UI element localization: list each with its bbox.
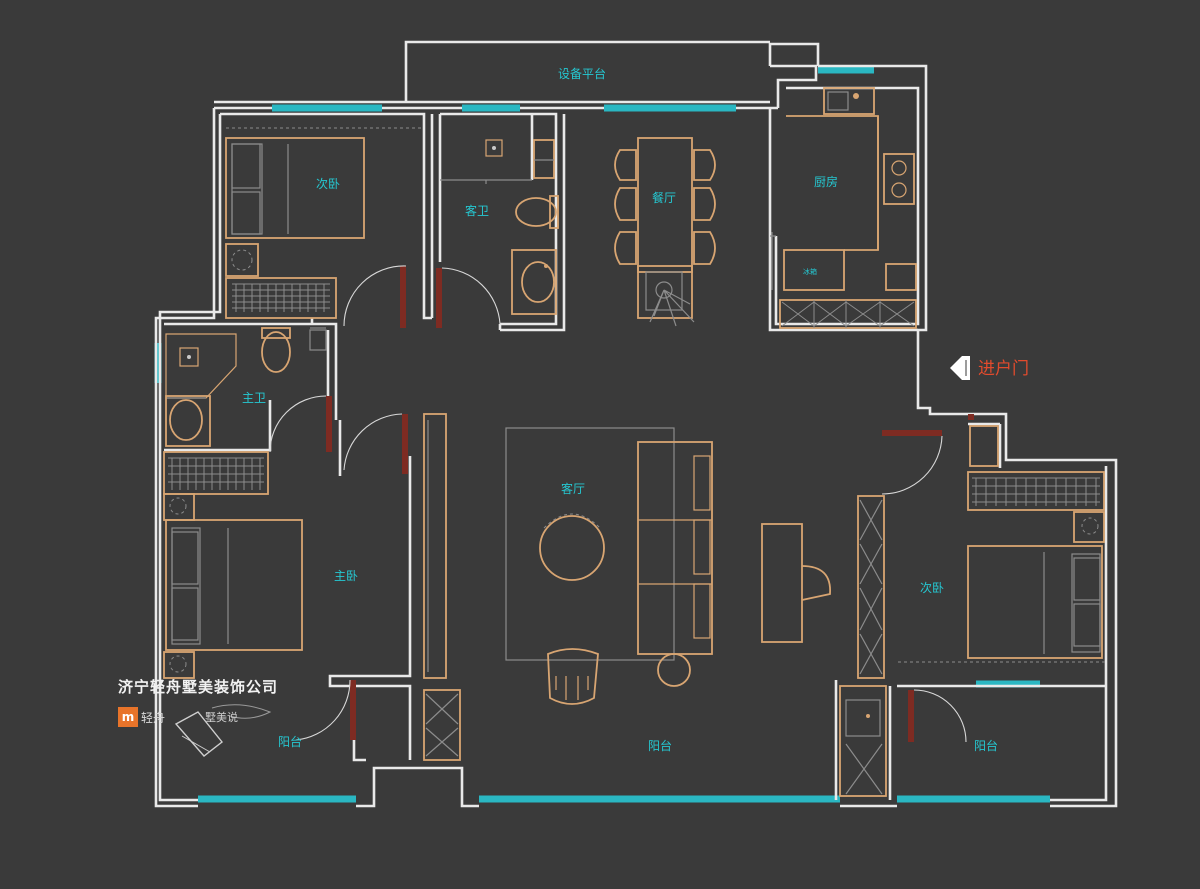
bed-nw xyxy=(225,137,365,239)
bed-master xyxy=(165,519,303,651)
entry-arrow-icon xyxy=(950,356,970,380)
stove xyxy=(883,153,915,205)
walls xyxy=(154,40,1118,808)
watermark-chair-icon xyxy=(174,704,272,757)
label-living-room: 客厅 xyxy=(561,481,585,496)
label-balcony-east: 阳台 xyxy=(974,738,998,753)
desk xyxy=(761,523,803,643)
windows xyxy=(154,66,1050,803)
fridge xyxy=(783,249,845,291)
brand-logo-icon: m xyxy=(118,707,138,727)
wardrobe-east xyxy=(967,471,1105,511)
brand-short-name: 轻舟 xyxy=(141,710,166,725)
label-kitchen: 厨房 xyxy=(814,174,838,189)
guides xyxy=(226,127,1106,663)
label-master-bedroom: 主卧 xyxy=(334,569,358,583)
brand-subtitle: 墅美说 xyxy=(205,711,239,724)
coffee-table xyxy=(539,515,605,581)
label-balcony-west: 阳台 xyxy=(278,734,302,749)
wardrobe-nw xyxy=(225,277,337,319)
label-guest-bath: 客卫 xyxy=(465,203,489,218)
sofa xyxy=(637,441,713,655)
label-equipment-platform: 设备平台 xyxy=(558,66,606,81)
label-entry-door: 进户门 xyxy=(978,359,1029,379)
company-name: 济宁轻舟墅美装饰公司 xyxy=(118,678,279,696)
sink-kitchen xyxy=(823,87,875,115)
label-fridge: 冰箱 xyxy=(803,267,817,276)
doors xyxy=(269,265,974,743)
tv-cabinet xyxy=(423,413,447,679)
room-labels: 设备平台 次卧 客卫 餐厅 厨房 主卫 客厅 主卧 次卧 阳台 阳台 阳台 冰箱… xyxy=(242,66,1029,753)
drain-icon xyxy=(485,139,503,157)
bed-east xyxy=(967,545,1103,659)
furniture xyxy=(163,87,1105,797)
label-dining-room: 餐厅 xyxy=(652,190,676,205)
label-balcony-center: 阳台 xyxy=(648,738,672,753)
kitchen-cabinet xyxy=(779,299,917,329)
toilet-guest xyxy=(515,197,557,227)
label-master-bath: 主卫 xyxy=(242,391,266,405)
toilet-master xyxy=(261,331,291,373)
label-secondary-bedroom-east: 次卧 xyxy=(920,581,944,595)
label-secondary-bedroom-nw: 次卧 xyxy=(316,177,340,191)
brand-row: m 轻舟 墅美说 xyxy=(118,707,278,727)
dining-table xyxy=(637,137,693,273)
company-watermark: 济宁轻舟墅美装饰公司 m 轻舟 墅美说 xyxy=(118,676,278,727)
